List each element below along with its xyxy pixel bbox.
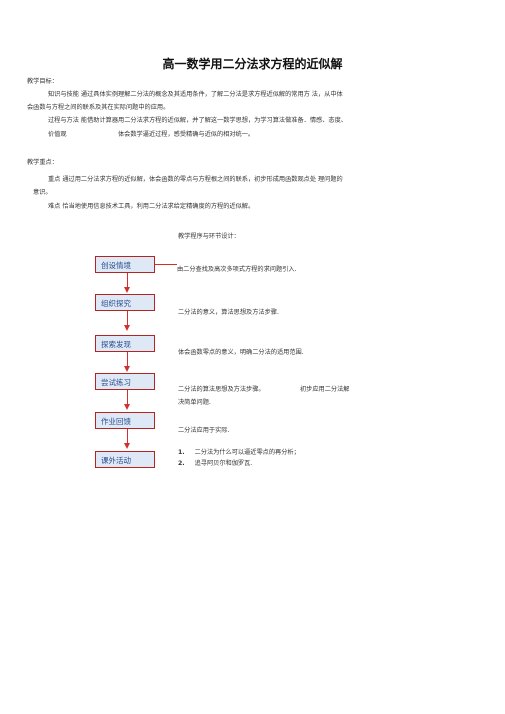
objective-values-label: 价值观 [48,131,67,138]
flow-line-1 [127,273,128,287]
keypoints-heading: 教学重点： [27,159,58,166]
flow-box-create-situation: 创设情境 [95,256,155,273]
flow-box-discover: 探索发现 [95,335,155,352]
flow-box-organize-explore: 组织探究 [95,294,155,311]
flow-arrow-3 [124,366,130,372]
keypoint-line2: 意识。 [33,189,52,196]
flow-line-2 [127,311,128,325]
flow-box-practice: 尝试练习 [95,373,155,390]
flow-arrow-4 [124,404,130,410]
objective-knowledge-line2: 会函数与方程之间的联系及其在实际问题中的应用。 [27,104,170,111]
flow-desc-2: 二分法的意义，算法思想及方法步骤. [178,309,279,316]
flow-arrow-2 [124,325,130,331]
activity-text: 追寻阿贝尔和伽罗瓦. [194,460,253,467]
objective-values-text: 体会数学逼近过程，感受精确与近似的相对统一。 [118,131,255,138]
keypoint-line1: 重点 通过用二分法求方程的近似解，体会函数的零点与方程根之间的联系，初步形成用函… [48,176,343,183]
flow-desc-3: 体会函数零点的意义，明确二分法的适用范围. [178,349,304,356]
flow-arrow-5 [124,443,130,449]
flow-desc-5: 二分法应用于实际. [178,427,230,434]
activity-item-2: 2. 追寻阿贝尔和伽罗瓦. [178,460,252,468]
design-heading: 教学程序与环节设计： [178,233,240,240]
flow-desc-4-line2: 决简单问题. [178,399,211,406]
activity-number: 2. [178,460,185,467]
flow-desc-4: 二分法的算法思想及方法步骤。 [178,386,265,393]
objective-process-line: 过程与方法 能借助计算器用二分法求方程的近似解，并了解这一数学思想，为学习算法做… [48,117,347,124]
objective-knowledge-line1: 知识与技能 通过具体实例理解二分法的概念及其适用条件，了解二分法是求方程近似解的… [48,91,343,98]
flow-connector-1 [155,264,177,265]
activity-text: 二分法为什么可以逼近零点的再分析； [194,449,300,456]
activity-number: 1. [178,449,185,456]
flow-arrow-1 [124,287,130,293]
objectives-heading: 教学目标： [27,78,58,85]
page-title: 高一数学用二分法求方程的近似解 [162,57,343,71]
flow-desc-1: 由二分查找及高次多项式方程的求问题引入. [177,266,297,273]
flow-line-3 [127,352,128,366]
flow-desc-4-extra: 初步应用二分法解 [300,386,350,393]
activity-item-1: 1. 二分法为什么可以逼近零点的再分析； [178,449,300,457]
flow-line-4 [127,390,128,404]
flow-box-extracurricular: 课外活动 [95,451,155,468]
flow-box-homework: 作业回馈 [95,412,155,429]
difficulty-line: 难点 恰当地使用信息技术工具，利用二分法求给定精确度的方程的近似解。 [48,203,255,210]
flow-line-5 [127,429,128,443]
